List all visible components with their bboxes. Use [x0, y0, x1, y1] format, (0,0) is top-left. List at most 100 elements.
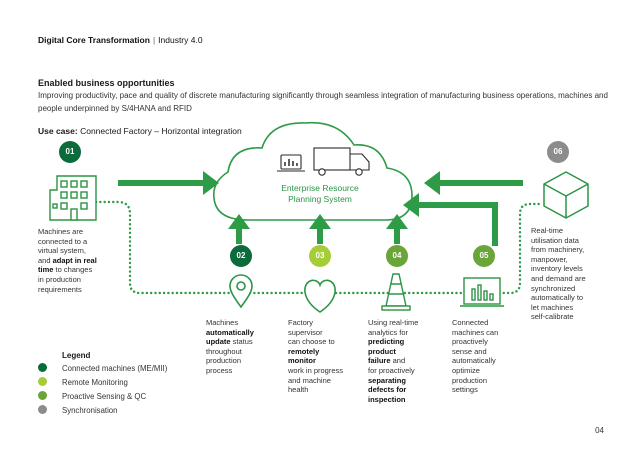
description-line: optimize: [452, 365, 480, 375]
traffic-cone-icon: [381, 273, 411, 311]
use-case-label: Use case:: [38, 126, 78, 136]
legend-label: Synchronisation: [62, 406, 118, 415]
page-number: 04: [595, 426, 604, 435]
description-line: production: [206, 356, 242, 366]
arrow-up-icon: [309, 214, 331, 244]
building-icon: [49, 175, 97, 221]
legend-dot: [38, 363, 47, 373]
description-line: work in progress: [288, 365, 344, 375]
description-line: and demand are: [531, 273, 586, 283]
section-title: Enabled business opportunities: [38, 78, 175, 88]
header-title: Digital Core Transformation: [38, 35, 150, 45]
description-line: Real-time: [531, 226, 564, 235]
arrow-up-icon: [386, 214, 408, 244]
description-line: inspection: [368, 395, 418, 405]
truck-icon: [313, 147, 370, 176]
emphasis-text: predicting: [368, 337, 405, 347]
cloud-shape: [212, 121, 413, 221]
legend-item: Connected machines (ME/MII): [38, 363, 167, 375]
description-line: analytics for: [368, 327, 409, 337]
header-subtitle: Industry 4.0: [158, 35, 203, 45]
description-line: synchronized: [531, 283, 576, 293]
step-badge-01: 01: [59, 141, 81, 163]
emphasis-text: inspection: [368, 394, 406, 404]
cloud-label: Enterprise Resource Planning System: [250, 183, 390, 204]
step-badge-05: 05: [473, 245, 495, 267]
description-line: let machines: [531, 302, 574, 312]
description-line: health: [288, 385, 309, 395]
emphasis-text: separating: [368, 375, 406, 385]
description-line: supervisor: [288, 327, 323, 337]
emphasis-text: time: [38, 265, 54, 275]
description-line: Machines: [206, 318, 239, 327]
description-line: in production: [38, 274, 81, 284]
legend-dot: [38, 405, 47, 415]
description-line: Connected: [452, 318, 489, 327]
description-line: requirements: [38, 284, 82, 294]
legend-label: Proactive Sensing & QC: [62, 392, 147, 401]
header-separator: |: [152, 35, 156, 45]
description-line: virtual system,: [38, 246, 86, 256]
step-badge-02: 02: [230, 245, 252, 267]
legend-item: Synchronisation: [38, 405, 117, 417]
dotted-connector: [94, 200, 542, 295]
description-line: manpower,: [531, 254, 568, 264]
document-header: Digital Core Transformation|Industry 4.0: [38, 35, 203, 45]
description-line: defects for: [368, 385, 418, 395]
description-line: remotely: [288, 347, 343, 357]
description-line: connected to a: [38, 236, 88, 246]
description-line: predicting: [368, 337, 418, 347]
legend-dot: [38, 377, 47, 387]
laptop-icon: [277, 154, 305, 172]
legend-dot: [38, 391, 47, 401]
emphasis-text: defects for: [368, 385, 407, 395]
legend-label: Remote Monitoring: [62, 378, 128, 387]
step-badge-06: 06: [547, 141, 569, 163]
cube-icon: [543, 171, 589, 219]
description-line: process: [206, 365, 233, 375]
legend-item: Proactive Sensing & QC: [38, 391, 146, 403]
description-line: production: [452, 375, 488, 385]
description-line: separating: [368, 376, 418, 386]
use-case: Use case: Connected Factory – Horizontal…: [38, 126, 242, 136]
elbow-arrow-icon: [403, 193, 498, 246]
emphasis-text: remotely: [288, 346, 320, 356]
description-line: automatically to: [531, 293, 584, 303]
cloud-label-line-2: Planning System: [288, 193, 352, 204]
description-line: automatically: [452, 356, 496, 366]
emphasis-text: failure: [368, 356, 391, 366]
description-line: failure and: [368, 356, 406, 366]
description-line: Machines are: [38, 227, 84, 236]
description-line: can choose to: [288, 337, 335, 347]
description-line: product: [368, 347, 418, 357]
description-line: inventory levels: [531, 264, 583, 274]
description-line: settings: [452, 385, 478, 395]
description-line: for proactively: [368, 365, 415, 375]
legend-title: Legend: [62, 351, 91, 360]
description-line: from machinery,: [531, 245, 585, 255]
description-line: utilisation data: [531, 235, 579, 245]
description-line: Using real-time: [368, 318, 419, 327]
arrow-right-icon: [118, 171, 219, 195]
description-line: and machine: [288, 375, 331, 385]
emphasis-text: automatically: [206, 327, 254, 337]
emphasis-text: adapt in real: [52, 255, 97, 265]
cloud-label-line-1: Enterprise Resource: [281, 183, 359, 193]
section-body: Improving productivity, pace and quality…: [38, 91, 608, 113]
description-line: proactively: [452, 337, 488, 347]
legend-label: Connected machines (ME/MII): [62, 364, 168, 373]
description-line: update status: [206, 337, 253, 347]
description-line: sense and: [452, 346, 487, 356]
monitor-chart-icon: [460, 277, 504, 307]
arrow-up-icon: [228, 214, 250, 244]
heart-icon: [304, 279, 336, 313]
step-badge-04: 04: [386, 245, 408, 267]
description-line: time to changes: [38, 265, 93, 275]
use-case-text: Connected Factory – Horizontal integrati…: [80, 126, 242, 136]
emphasis-text: product: [368, 346, 396, 356]
